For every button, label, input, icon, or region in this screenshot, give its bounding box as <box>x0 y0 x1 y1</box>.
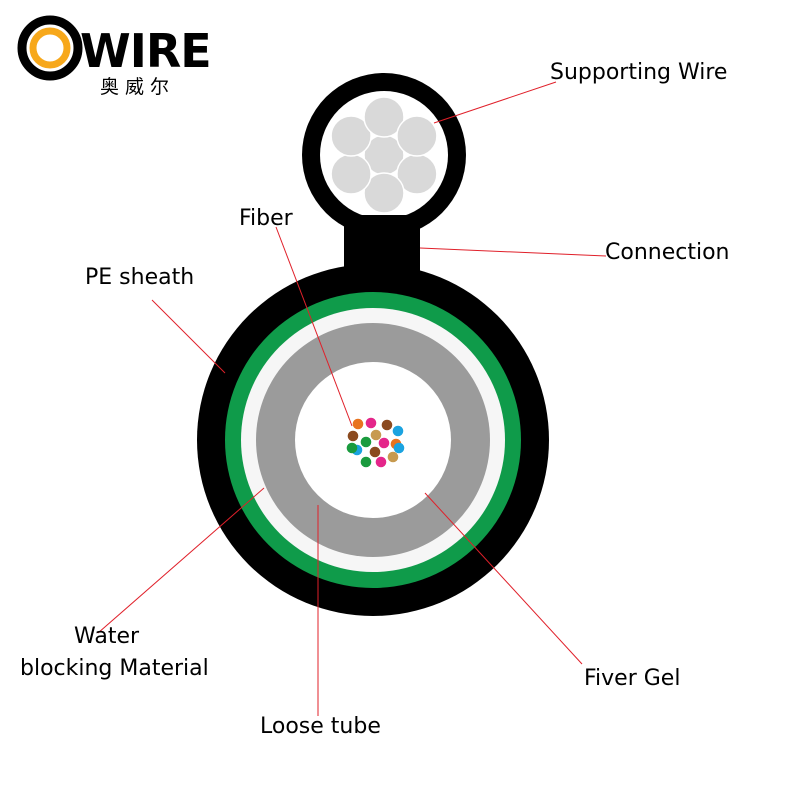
leader-connection <box>419 247 607 257</box>
fiber-5 <box>392 425 404 437</box>
fiber-12 <box>375 456 387 468</box>
logo-ring-outer <box>17 15 83 81</box>
fiber-1 <box>365 417 377 429</box>
supporting-wire-strands <box>330 96 438 214</box>
strand-5 <box>363 96 405 138</box>
fiber-7 <box>378 437 390 449</box>
strand-2 <box>363 172 405 214</box>
fiber-11 <box>360 456 372 468</box>
leader-lines <box>97 81 607 716</box>
label-water-blocking-line1: Water <box>74 624 140 649</box>
fiber-15 <box>393 442 405 454</box>
logo-ring-inner <box>29 27 71 69</box>
leader-water-blocking <box>97 487 265 634</box>
fiber-3 <box>347 430 359 442</box>
label-water-blocking-line2: blocking Material <box>20 656 209 681</box>
strand-3 <box>330 153 372 195</box>
fiber-2 <box>381 419 393 431</box>
logo-wordmark: WIRE <box>80 24 212 78</box>
logo-chinese-name: 奥威尔 <box>100 76 176 98</box>
leader-fiber <box>275 226 353 427</box>
leader-pe-sheath <box>151 299 226 374</box>
label-connection: Connection <box>605 240 730 265</box>
fiber-bundle <box>346 417 405 468</box>
fiber-6 <box>360 436 372 448</box>
fiber-gel <box>295 362 451 518</box>
leader-supporting-wire <box>433 81 557 124</box>
label-fiber-gel: Fiver Gel <box>584 666 681 691</box>
strand-4 <box>330 115 372 157</box>
logo-icon <box>17 15 83 81</box>
label-fiber: Fiber <box>239 206 293 231</box>
label-loose-tube: Loose tube <box>260 714 381 739</box>
fiber-9 <box>369 446 381 458</box>
label-pe-sheath: PE sheath <box>85 265 195 290</box>
fiber-14 <box>346 442 358 454</box>
leader-fiber-gel <box>424 492 583 665</box>
fiber-13 <box>387 451 399 463</box>
fiber-0 <box>352 418 364 430</box>
fiber-4 <box>370 429 382 441</box>
label-supporting-wire: Supporting Wire <box>550 60 728 85</box>
strand-6 <box>396 115 438 157</box>
